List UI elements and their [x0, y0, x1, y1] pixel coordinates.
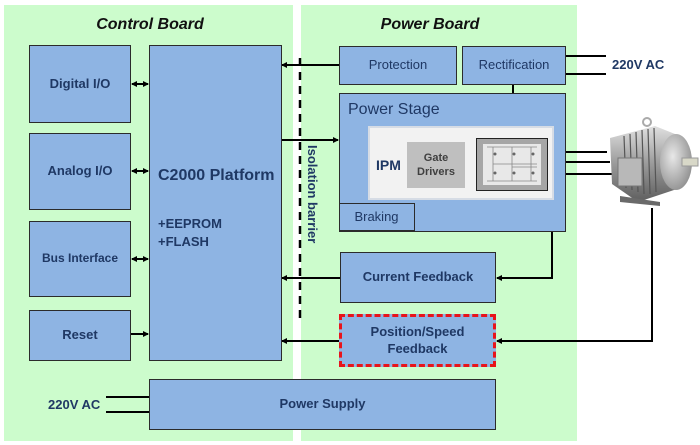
protection-label: Protection — [368, 57, 428, 73]
power-board-title: Power Board — [380, 16, 480, 33]
braking-label: Braking — [354, 208, 399, 224]
ac-input-rectifier-label: 220V AC — [612, 57, 665, 72]
ac-input-supply-label: 220V AC — [48, 397, 101, 412]
c2000-title: C2000 Platform — [158, 167, 275, 184]
analog-io-label: Analog I/O — [47, 163, 113, 179]
bus-interface-block: Bus Interface — [29, 221, 131, 297]
power-supply-label: Power Supply — [279, 396, 366, 412]
control-board-title: Control Board — [96, 16, 204, 33]
reset-label: Reset — [62, 327, 98, 343]
power-supply-block: Power Supply — [149, 379, 496, 430]
gate-drivers-label: Gate Drivers — [417, 151, 455, 178]
c2000-feature-flash: +FLASH — [158, 234, 209, 249]
power-stage-to-current-feedback — [496, 231, 553, 281]
position-speed-feedback-block: Position/Speed Feedback — [339, 314, 496, 367]
power-stage-title: Power Stage — [348, 101, 440, 118]
braking-block: Braking — [338, 203, 415, 231]
rectification-label: Rectification — [478, 57, 550, 73]
digital-io-block: Digital I/O — [29, 45, 131, 123]
ipm-label: IPM — [376, 157, 401, 173]
power-stage-block: Power Stage IPM Gate Drivers Brak — [338, 93, 566, 232]
c2000-platform-block: C2000 Platform +EEPROM +FLASH — [149, 45, 282, 361]
digital-io-label: Digital I/O — [49, 75, 111, 91]
gate-drivers-block: Gate Drivers — [407, 142, 465, 188]
reset-block: Reset — [29, 310, 131, 361]
isolation-barrier-label: Isolation barrier — [305, 145, 320, 244]
rectification-block: Rectification — [462, 46, 566, 85]
protection-block: Protection — [339, 46, 457, 85]
ac-induction-motor-icon — [610, 117, 699, 206]
current-feedback-label: Current Feedback — [362, 269, 474, 285]
inverter-bridge-icon — [476, 138, 548, 191]
c2000-feature-eeprom: +EEPROM — [158, 216, 222, 231]
ipm-block: IPM Gate Drivers — [368, 126, 554, 200]
bus-interface-label: Bus Interface — [41, 251, 119, 266]
current-feedback-block: Current Feedback — [340, 252, 496, 303]
motor-to-position-feedback — [496, 208, 653, 344]
igbt-bridge-schematic — [487, 146, 537, 182]
analog-io-block: Analog I/O — [29, 133, 131, 210]
position-speed-feedback-label: Position/Speed Feedback — [370, 323, 465, 356]
